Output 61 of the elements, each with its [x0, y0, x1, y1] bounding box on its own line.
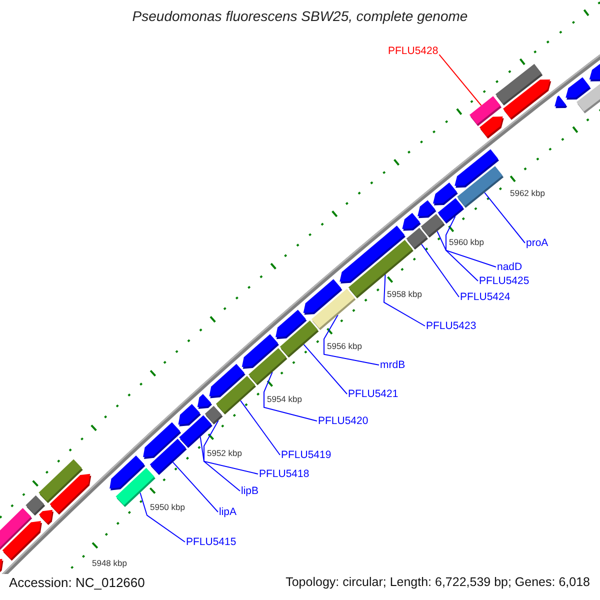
gene-feature	[216, 376, 256, 415]
scale-label: 5960 kbp	[449, 238, 484, 248]
leader-line	[264, 372, 318, 422]
gene-feature	[110, 455, 146, 490]
gene-label: PFLU5421	[348, 389, 398, 401]
gene-feature	[197, 394, 212, 409]
gene-feature	[454, 149, 499, 188]
leader-line	[420, 244, 460, 298]
scale-label: 5962 kbp	[510, 189, 545, 198]
gene-label: PFLU5423	[426, 321, 476, 333]
leader-line	[204, 420, 258, 474]
gene-label: PFLU5418	[259, 469, 310, 481]
leader-line	[446, 216, 496, 268]
scale-label: 5954 kbp	[267, 395, 302, 404]
accession-text: Accession: NC_012660	[9, 576, 145, 590]
gene-label: PFLU5419	[281, 450, 332, 462]
gene-feature	[495, 64, 543, 106]
leader-line	[200, 436, 240, 492]
gene-feature	[2, 521, 42, 561]
gene-label: lipB	[241, 486, 259, 498]
gene-label: PFLU5420	[318, 416, 368, 428]
gene-feature	[178, 404, 201, 426]
gene-feature	[204, 406, 223, 425]
scale-label: 5958 kbp	[387, 290, 422, 300]
gene-feature	[0, 558, 4, 572]
gene-label: proA	[526, 238, 548, 250]
gene-label: PFLU5425	[479, 276, 530, 288]
diagram-title: Pseudomonas fluorescens SBW25, complete genome	[131, 9, 469, 24]
leader-line	[383, 274, 426, 326]
gene-label: PFLU5428	[388, 46, 438, 58]
gene-label: lipA	[219, 507, 237, 519]
gene-feature	[589, 64, 600, 82]
gene-feature	[402, 212, 421, 231]
gene-label: PFLU5424	[460, 292, 510, 304]
gene-feature	[38, 510, 54, 526]
scale-label: 5950 kbp	[150, 503, 185, 512]
gene-feature	[311, 288, 356, 330]
genome-summary-text: Topology: circular; Length: 6,722,539 bp; Genes: 6,018	[286, 576, 590, 590]
leader-line	[436, 230, 478, 282]
gene-feature	[432, 182, 458, 206]
gene-label: nadD	[497, 262, 522, 274]
gene-feature	[418, 200, 436, 218]
scale-label: 5956 kbp	[327, 342, 362, 352]
scale-label: 5952 kbp	[207, 449, 242, 458]
leader-line	[484, 192, 526, 244]
gene-feature	[576, 84, 600, 114]
gene-feature	[50, 474, 92, 515]
leader-line	[324, 314, 380, 366]
leader-line	[140, 492, 186, 542]
scale-label: 5948 kbp	[92, 559, 127, 568]
gene-feature	[276, 310, 307, 340]
gene-feature	[554, 96, 568, 108]
gene-label: PFLU5415	[186, 537, 236, 549]
gene-feature	[248, 348, 288, 386]
leader-line	[303, 344, 348, 394]
gene-label: mrdB	[380, 360, 406, 372]
leader-line	[240, 400, 280, 456]
gene-feature	[150, 438, 187, 476]
gene-feature	[479, 116, 504, 139]
leader-line	[438, 54, 482, 106]
leader-line	[172, 462, 218, 512]
